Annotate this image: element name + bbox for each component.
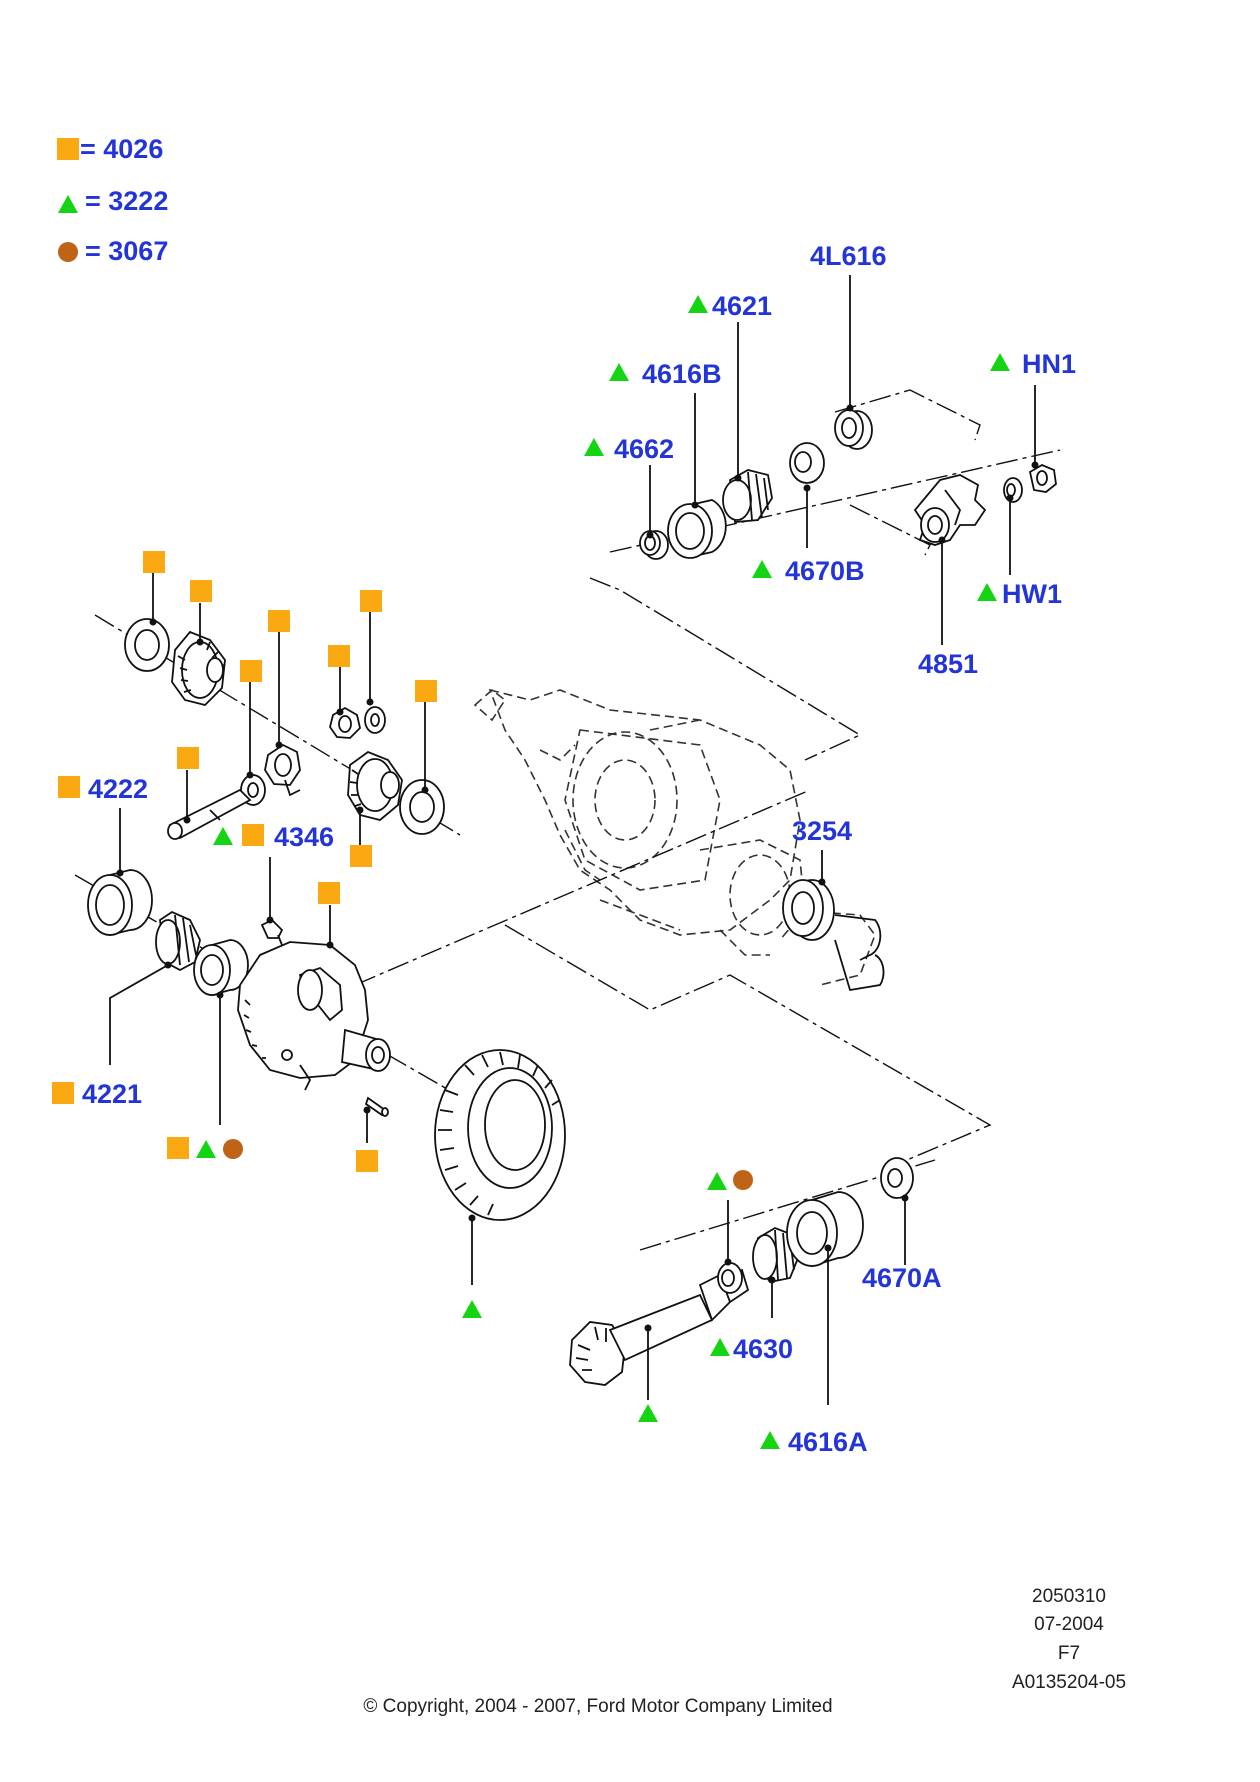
bearing-cone-4621: [722, 469, 773, 523]
lower-pinion-group: [569, 1157, 914, 1386]
legend-text-square: = 4026: [80, 134, 163, 164]
square-marker: [350, 845, 372, 867]
callout-4630: 4630: [733, 1334, 793, 1364]
legend-item-triangle: = 3222: [58, 186, 168, 216]
thrust-washer-right: [399, 779, 445, 835]
legend-square-icon: [57, 138, 79, 160]
square-marker: [415, 680, 437, 702]
side-bearing-adjuster: [193, 939, 249, 997]
bearing-cup-4222: [87, 869, 153, 937]
triangle-marker: [638, 1404, 658, 1422]
callout-4222: 4222: [88, 774, 148, 804]
bearing-cone-4221: [155, 910, 201, 972]
square-marker: [190, 580, 212, 602]
axle-tube-stub: [782, 879, 885, 992]
ring-gear-bolt-4346: [260, 918, 284, 946]
pinion-gear-middle: [264, 743, 301, 797]
axle-seal-3254: [782, 879, 835, 941]
callout-4621: 4621: [712, 291, 772, 321]
footer-copyright: © Copyright, 2004 - 2007, Ford Motor Com…: [363, 1696, 832, 1717]
callout-4670A: 4670A: [862, 1263, 942, 1293]
side-gear-left: [171, 630, 226, 706]
bearing-cup-4616A: [786, 1191, 864, 1268]
legend-item-circle: = 3067: [58, 236, 168, 266]
callout-3254: 3254: [792, 816, 852, 846]
pinion-bearing-group: [639, 409, 1057, 560]
callout-4L616: 4L616: [810, 241, 887, 271]
center-lines: [74, 389, 1061, 1251]
callout-4662: 4662: [614, 434, 674, 464]
triangle-marker: [710, 1338, 730, 1356]
callout-HN1: HN1: [1022, 349, 1076, 379]
triangle-marker: [990, 353, 1010, 371]
triangle-marker: [584, 438, 604, 456]
triangle-marker: [752, 560, 772, 578]
triangle-marker: [707, 1172, 727, 1190]
shim-4670A: [880, 1157, 914, 1199]
collapsible-spacer-4662: [639, 530, 669, 560]
square-marker: [360, 590, 382, 612]
callout-4346: 4346: [274, 822, 334, 852]
legend-item-square: = 4026: [57, 134, 163, 164]
nut-HN1: [1028, 463, 1057, 493]
square-marker: [58, 776, 80, 798]
footer-date: 07-2004: [1034, 1614, 1104, 1635]
callout-4616B: 4616B: [642, 359, 722, 389]
legend: = 4026 = 3222 = 3067: [57, 134, 168, 266]
square-marker: [268, 610, 290, 632]
circle-marker: [223, 1139, 243, 1159]
callout-4670B: 4670B: [785, 556, 865, 586]
square-marker: [242, 824, 264, 846]
square-marker: [240, 660, 262, 682]
differential-case-group: [87, 869, 391, 1117]
legend-text-circle: = 3067: [85, 236, 168, 266]
triangle-marker: [609, 363, 629, 381]
differential-gears-group: [124, 618, 445, 840]
triangle-marker: [196, 1140, 216, 1158]
triangle-marker: [213, 827, 233, 845]
square-marker: [318, 882, 340, 904]
pinion-shim: [717, 1262, 743, 1294]
thrust-washer-left: [124, 618, 170, 672]
cross-shaft: [167, 788, 252, 840]
callout-4616A: 4616A: [788, 1427, 868, 1457]
legend-text-triangle: = 3222: [85, 186, 168, 216]
square-marker: [328, 645, 350, 667]
callout-labels: 4L616 4621 4616B 4662 4670B HN1 HW1 4851…: [82, 241, 1076, 1457]
square-marker: [356, 1150, 378, 1172]
legend-triangle-icon: [58, 195, 78, 213]
triangle-marker: [462, 1300, 482, 1318]
footer-ref: A0135204-05: [1012, 1672, 1126, 1693]
ring-gear: [434, 1049, 566, 1221]
drive-flange-4851: [913, 474, 987, 546]
lock-pin: [364, 1096, 389, 1117]
footer-code: 2050310: [1032, 1586, 1106, 1607]
triangle-marker: [688, 295, 708, 313]
callout-4221: 4221: [82, 1079, 142, 1109]
square-marker: [143, 551, 165, 573]
circle-marker: [733, 1170, 753, 1190]
symbol-markers: [52, 295, 1010, 1449]
triangle-marker: [977, 583, 997, 601]
square-marker: [167, 1137, 189, 1159]
square-marker: [52, 1082, 74, 1104]
square-marker: [177, 747, 199, 769]
footer-section: F7: [1058, 1643, 1080, 1664]
bearing-cup-4616B: [667, 499, 727, 559]
side-gear-right: [347, 750, 403, 821]
pinion-gear-upper: [329, 706, 386, 739]
legend-circle-icon: [58, 242, 78, 262]
differential-case: [237, 941, 391, 1091]
callout-4851: 4851: [918, 649, 978, 679]
shim-4670B: [789, 442, 825, 484]
footer: 2050310 07-2004 F7 A0135204-05 © Copyrig…: [363, 1586, 1126, 1717]
leader-lines: [109, 275, 1039, 1405]
oil-seal-4L616: [834, 409, 873, 450]
triangle-marker: [760, 1431, 780, 1449]
callout-HW1: HW1: [1002, 579, 1062, 609]
